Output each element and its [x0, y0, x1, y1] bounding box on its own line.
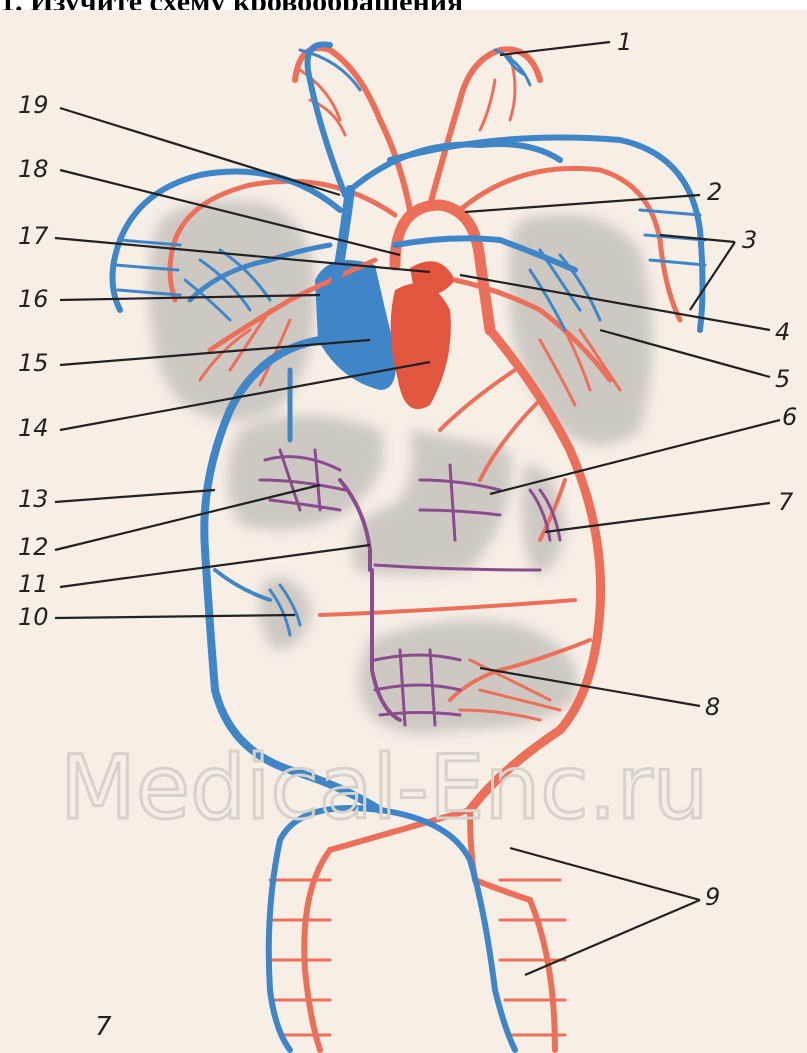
- label-19: 19: [18, 91, 49, 119]
- label-9: 9: [705, 883, 720, 911]
- label-18: 18: [18, 155, 49, 183]
- circulation-diagram: Medical-Enc.ru 7 1 2 3 4 5 6 7 8 9: [0, 10, 807, 1053]
- label-4: 4: [775, 318, 790, 346]
- label-8: 8: [705, 693, 720, 721]
- label-7: 7: [778, 488, 794, 516]
- label-1: 1: [617, 28, 632, 56]
- label-16: 16: [18, 285, 49, 313]
- label-11: 11: [18, 570, 49, 598]
- label-5: 5: [775, 365, 790, 393]
- label-14: 14: [18, 414, 49, 442]
- label-6: 6: [782, 403, 797, 431]
- label-10: 10: [18, 603, 49, 631]
- watermark: Medical-Enc.ru: [60, 736, 709, 839]
- label-13: 13: [18, 485, 49, 513]
- label-15: 15: [18, 349, 49, 377]
- page-number: 7: [95, 1012, 112, 1042]
- label-17: 17: [18, 222, 49, 250]
- label-2: 2: [707, 178, 722, 206]
- label-12: 12: [18, 533, 49, 561]
- label-3: 3: [742, 226, 757, 254]
